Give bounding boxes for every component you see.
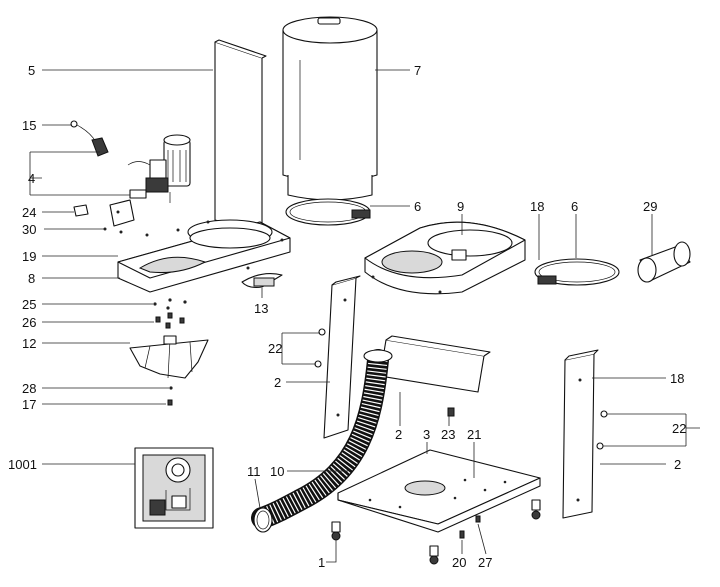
callout-30: 30	[22, 222, 36, 237]
part-flexible-hose	[251, 349, 393, 529]
callout-23: 23	[441, 427, 455, 442]
part-casters	[331, 499, 541, 565]
callout-5: 5	[28, 63, 35, 78]
part-adapter	[637, 241, 691, 283]
part-fasteners-26	[155, 312, 185, 329]
callout-11: 11	[247, 464, 261, 479]
part-bolt-23	[447, 407, 455, 417]
callout-2-left: 2	[274, 375, 281, 390]
part-side-panel-left	[323, 275, 361, 439]
part-screw-17	[167, 399, 173, 406]
caster-front-right	[429, 545, 439, 565]
callout-17: 17	[22, 397, 36, 412]
part-motor	[127, 134, 191, 203]
callout-15: 15	[22, 118, 36, 133]
callout-18-upper: 18	[530, 199, 544, 214]
callout-12: 12	[22, 336, 36, 351]
part-detail-inset	[134, 447, 214, 529]
callout-25: 25	[22, 297, 36, 312]
part-fasteners-25	[153, 298, 187, 310]
part-side-panel-right	[562, 349, 599, 519]
caster-front-left	[331, 521, 341, 541]
callout-29: 29	[643, 199, 657, 214]
part-switch-plate	[103, 199, 135, 234]
part-clamp-ring-upper	[285, 198, 371, 226]
part-base-plate	[117, 219, 291, 293]
callout-28: 28	[22, 381, 36, 396]
part-switch-nut	[73, 204, 89, 217]
callout-6-right: 6	[571, 199, 578, 214]
callout-19: 19	[22, 249, 36, 264]
callout-8: 8	[28, 271, 35, 286]
part-back-panel	[214, 39, 267, 233]
part-fan-impeller	[129, 335, 209, 379]
callout-21: 21	[467, 427, 481, 442]
part-collection-drum	[282, 16, 378, 201]
callout-24: 24	[22, 205, 36, 220]
callout-4: 4	[28, 171, 35, 186]
callout-7: 7	[414, 63, 421, 78]
callout-20: 20	[452, 555, 466, 570]
callout-27: 27	[478, 555, 492, 570]
caster-bolt-20	[459, 530, 465, 539]
part-cable	[70, 120, 109, 157]
callout-1001: 1001	[8, 457, 37, 472]
callout-13: 13	[254, 301, 268, 316]
part-hose-clamp	[253, 507, 273, 533]
callout-9: 9	[457, 199, 464, 214]
part-screw-28	[169, 386, 173, 390]
part-base-frame	[337, 449, 541, 533]
part-gasket	[241, 273, 283, 288]
part-screws-22-left	[314, 328, 326, 368]
part-separator-top	[364, 221, 526, 295]
part-clamp-ring-right	[534, 258, 620, 286]
callout-22-left: 22	[268, 341, 282, 356]
caster-bolt-27	[475, 515, 481, 523]
part-screws-22-right	[596, 410, 608, 450]
callout-10: 10	[270, 464, 284, 479]
callout-labels: 5 7 15 4 24 30 6 9 18 6 29 19 8 25 13 26…	[8, 63, 686, 570]
callout-18-lower: 18	[670, 371, 684, 386]
callout-22-right: 22	[672, 421, 686, 436]
callout-26: 26	[22, 315, 36, 330]
part-panel-center	[379, 335, 491, 393]
callout-6-upper: 6	[414, 199, 421, 214]
leader-lines	[29, 69, 700, 563]
callout-2-right: 2	[674, 457, 681, 472]
callout-1: 1	[318, 555, 325, 570]
callout-3: 3	[423, 427, 430, 442]
caster-back-right	[531, 499, 541, 520]
callout-2-center: 2	[395, 427, 402, 442]
